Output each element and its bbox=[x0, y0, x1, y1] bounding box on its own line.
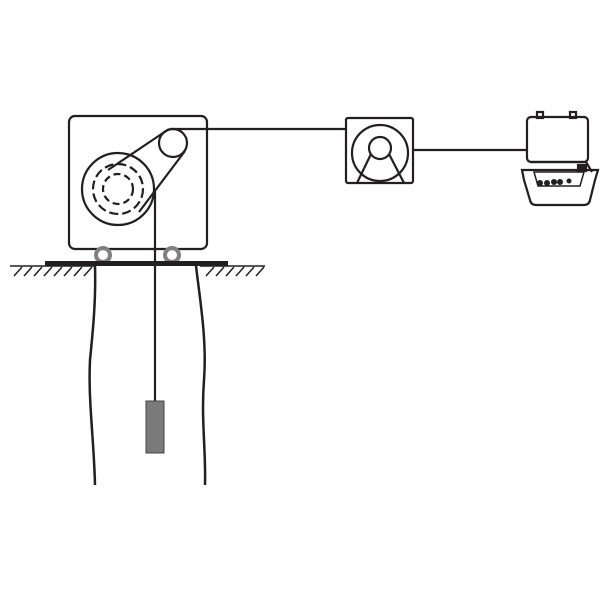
case-knobs bbox=[537, 178, 572, 186]
borehole-wall-left bbox=[88, 265, 97, 486]
recorder-case bbox=[520, 110, 600, 207]
belt-upper bbox=[107, 128, 170, 171]
pulley-box bbox=[344, 116, 415, 185]
borehole-wall-right bbox=[194, 265, 207, 486]
logging-probe bbox=[145, 400, 165, 454]
belt-lower bbox=[138, 150, 186, 213]
winch-drum bbox=[80, 151, 156, 227]
drum-outer-dashed bbox=[91, 162, 145, 216]
drum-inner-dashed bbox=[101, 172, 135, 206]
platform bbox=[45, 261, 228, 266]
ground bbox=[10, 265, 265, 277]
winch bbox=[67, 114, 209, 251]
